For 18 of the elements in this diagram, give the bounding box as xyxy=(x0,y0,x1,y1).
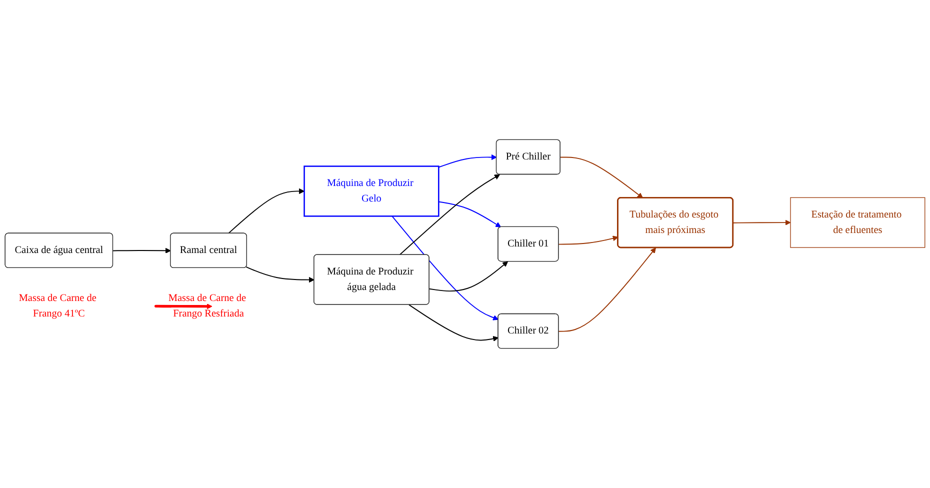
node-box: Estação de tratamento de efluentes xyxy=(790,197,926,248)
node-box: Máquina de Produzir Gelo xyxy=(304,166,440,217)
arrow xyxy=(558,236,618,245)
arrow xyxy=(392,216,499,320)
node-text: Massa de Carne de Frango 41ºC xyxy=(18,292,96,319)
arrow xyxy=(112,248,171,254)
arrow xyxy=(246,266,314,283)
arrow xyxy=(438,201,502,228)
arrow xyxy=(428,261,508,292)
arrow xyxy=(558,248,656,332)
arrow xyxy=(399,174,500,256)
arrow xyxy=(156,304,212,310)
arrow xyxy=(228,188,305,234)
arrow xyxy=(438,154,497,168)
arrow xyxy=(732,220,791,226)
node-text: Massa de Carne de Frango Resfriada xyxy=(168,292,246,319)
arrow xyxy=(560,156,643,198)
arrow xyxy=(408,304,499,342)
